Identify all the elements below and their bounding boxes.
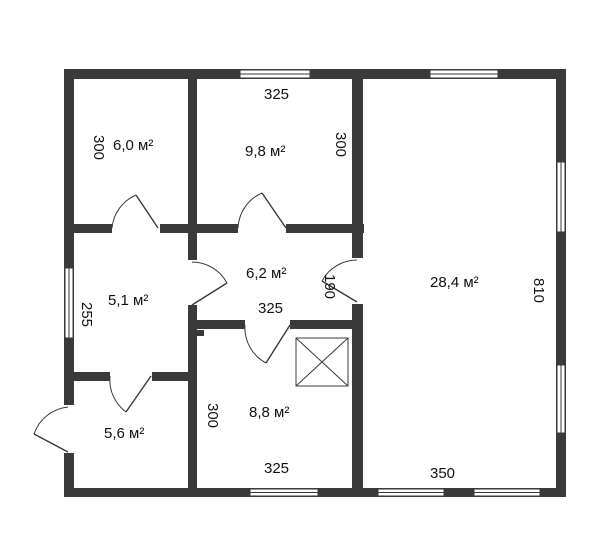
doors — [33, 192, 358, 453]
room-area-5-1: 5,1 м² — [108, 292, 148, 309]
windows — [64, 69, 566, 497]
dim-bottom-325: 325 — [264, 460, 289, 477]
dim-hall-325: 325 — [258, 300, 283, 317]
dim-255: 255 — [78, 302, 95, 327]
dim-left2-300: 300 — [204, 403, 221, 428]
room-area-5-6: 5,6 м² — [104, 425, 144, 442]
dim-right-810: 810 — [530, 278, 547, 303]
room-area-6-0: 6,0 м² — [113, 137, 153, 154]
dim-190: 190 — [321, 274, 338, 299]
dim-mid-300: 300 — [332, 132, 349, 157]
room-area-8-8: 8,8 м² — [249, 404, 289, 421]
dim-top-325: 325 — [264, 86, 289, 103]
dim-bottom-350: 350 — [430, 465, 455, 482]
dimension-labels: 325 300 300 325 190 255 300 325 350 810 — [78, 86, 547, 482]
dim-left-300: 300 — [90, 135, 107, 160]
room-area-28-4: 28,4 м² — [430, 274, 479, 291]
room-area-6-2: 6,2 м² — [246, 265, 286, 282]
door-openings — [63, 223, 364, 453]
room-labels: 6,0 м² 9,8 м² 5,1 м² 6,2 м² 5,6 м² 8,8 м… — [104, 137, 479, 442]
service-shaft — [295, 337, 349, 387]
room-area-9-8: 9,8 м² — [245, 143, 285, 160]
